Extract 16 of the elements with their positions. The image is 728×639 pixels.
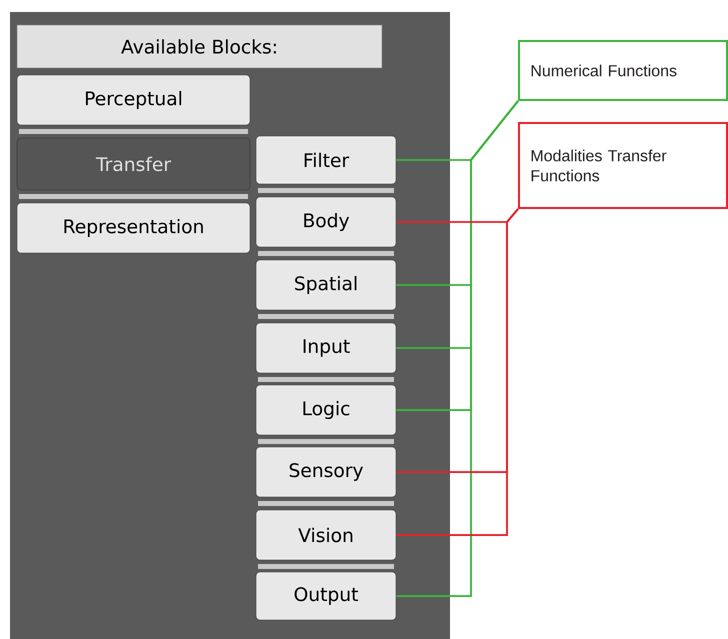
block-button: Spatial xyxy=(256,260,396,310)
connector-line xyxy=(396,208,519,536)
connector-line xyxy=(396,100,519,597)
callout-box: Modalities Transfer Functions xyxy=(518,122,728,209)
callout-box: Numerical Functions xyxy=(518,40,728,101)
block-button: Sensory xyxy=(256,446,396,498)
block-button: Body xyxy=(256,196,396,248)
block-button: Logic xyxy=(256,384,396,436)
block-button: Input xyxy=(256,322,396,374)
block-button: Representation xyxy=(16,202,250,254)
block-button: Vision xyxy=(256,510,396,560)
block-button: Output xyxy=(256,572,396,620)
block-button: Filter xyxy=(256,136,396,184)
selected-block-button: Transfer xyxy=(16,138,250,190)
block-button: Perceptual xyxy=(16,74,250,126)
header-label: Available Blocks: xyxy=(16,24,382,68)
